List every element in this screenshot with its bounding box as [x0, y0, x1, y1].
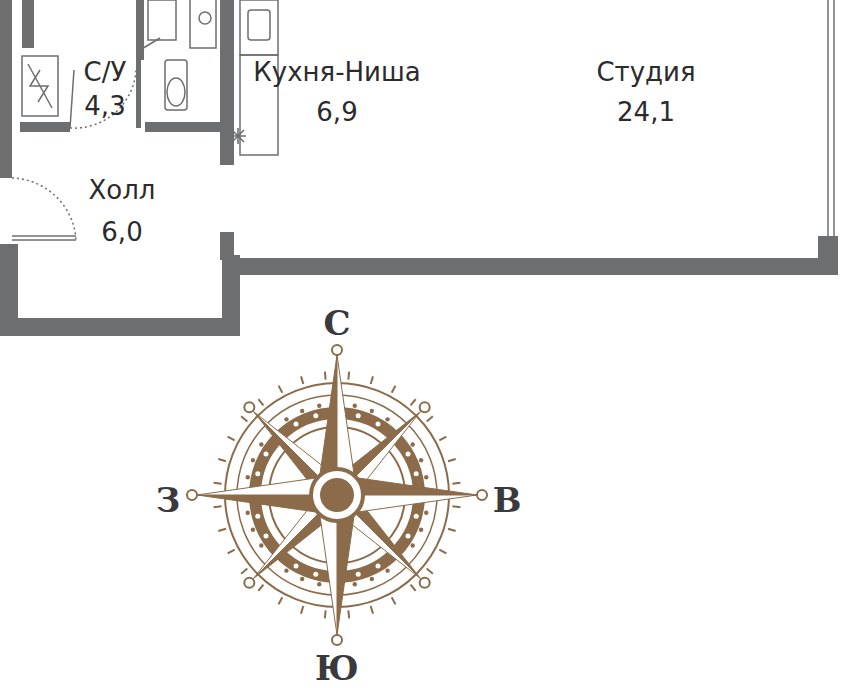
room-name: Кухня-Ниша — [253, 59, 420, 85]
room-name: Холл — [89, 177, 156, 203]
compass-letter: З — [156, 483, 181, 517]
room-area: 6,0 — [101, 219, 142, 245]
room-area: 24,1 — [617, 99, 675, 125]
compass-letter: В — [493, 483, 522, 517]
compass-letter: Ю — [315, 651, 359, 685]
room-name: С/У — [84, 59, 127, 85]
room-area: 6,9 — [316, 99, 357, 125]
compass-letter: С — [323, 306, 350, 340]
room-area: 4,3 — [84, 93, 125, 119]
room-name: Студия — [596, 59, 695, 85]
